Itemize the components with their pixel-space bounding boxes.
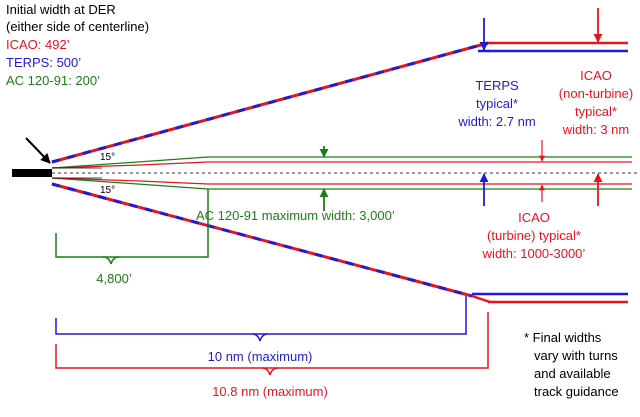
angle-label-lower: 15° [100, 185, 115, 196]
svg-text:* Final widths: * Final widths [524, 330, 602, 345]
legend-title-line2: (either side of centerline) [6, 19, 149, 34]
svg-text:typical*: typical* [575, 104, 617, 119]
svg-text:width: 1000-3000’: width: 1000-3000’ [482, 246, 586, 261]
upper-splay-line [51, 41, 628, 164]
svg-text:track guidance: track guidance [534, 384, 619, 399]
icao-nonturbine-label: ICAO (non-turbine) typical* width: 3 nm [559, 68, 633, 137]
svg-text:(non-turbine): (non-turbine) [559, 86, 633, 101]
dist-108nm-label: 10.8 nm (maximum) [212, 384, 328, 399]
dist-10nm-label: 10 nm (maximum) [208, 349, 313, 364]
icao-turbine-label: ICAO (turbine) typical* width: 1000-3000… [482, 210, 586, 261]
inner-corridor-lines [51, 156, 632, 190]
legend-ac: AC 120-91: 200’ [6, 73, 100, 88]
svg-text:vary with turns: vary with turns [534, 348, 618, 363]
svg-text:width: 3 nm: width: 3 nm [562, 122, 629, 137]
initial-width-legend: Initial width at DER (either side of cen… [6, 2, 149, 88]
bracket-10nm [55, 296, 467, 342]
svg-text:(turbine) typical*: (turbine) typical* [487, 228, 581, 243]
ac-max-width-label: AC 120-91 maximum width: 3,000’ [196, 208, 395, 223]
legend-title-line1: Initial width at DER [6, 2, 116, 17]
terps-typical-label: TERPS typical* width: 2.7 nm [457, 78, 535, 129]
svg-text:width: 2.7 nm: width: 2.7 nm [457, 114, 535, 129]
angle-label-upper: 15° [100, 152, 115, 163]
svg-text:typical*: typical* [476, 96, 518, 111]
svg-text:ICAO: ICAO [518, 210, 550, 225]
svg-text:ICAO: ICAO [580, 68, 612, 83]
legend-terps: TERPS: 500’ [6, 55, 81, 70]
runway-end [12, 169, 52, 177]
svg-text:and available: and available [534, 366, 611, 381]
dist-4800-label: 4,800’ [96, 271, 132, 286]
bracket-4800 [55, 189, 209, 265]
bracket-108nm [55, 312, 489, 376]
legend-icao: ICAO: 492’ [6, 37, 70, 52]
footnote: * Final widths vary with turns and avail… [524, 330, 619, 399]
der-pointer-arrow [25, 137, 51, 164]
svg-text:TERPS: TERPS [475, 78, 519, 93]
lower-splay-line [51, 182, 628, 304]
